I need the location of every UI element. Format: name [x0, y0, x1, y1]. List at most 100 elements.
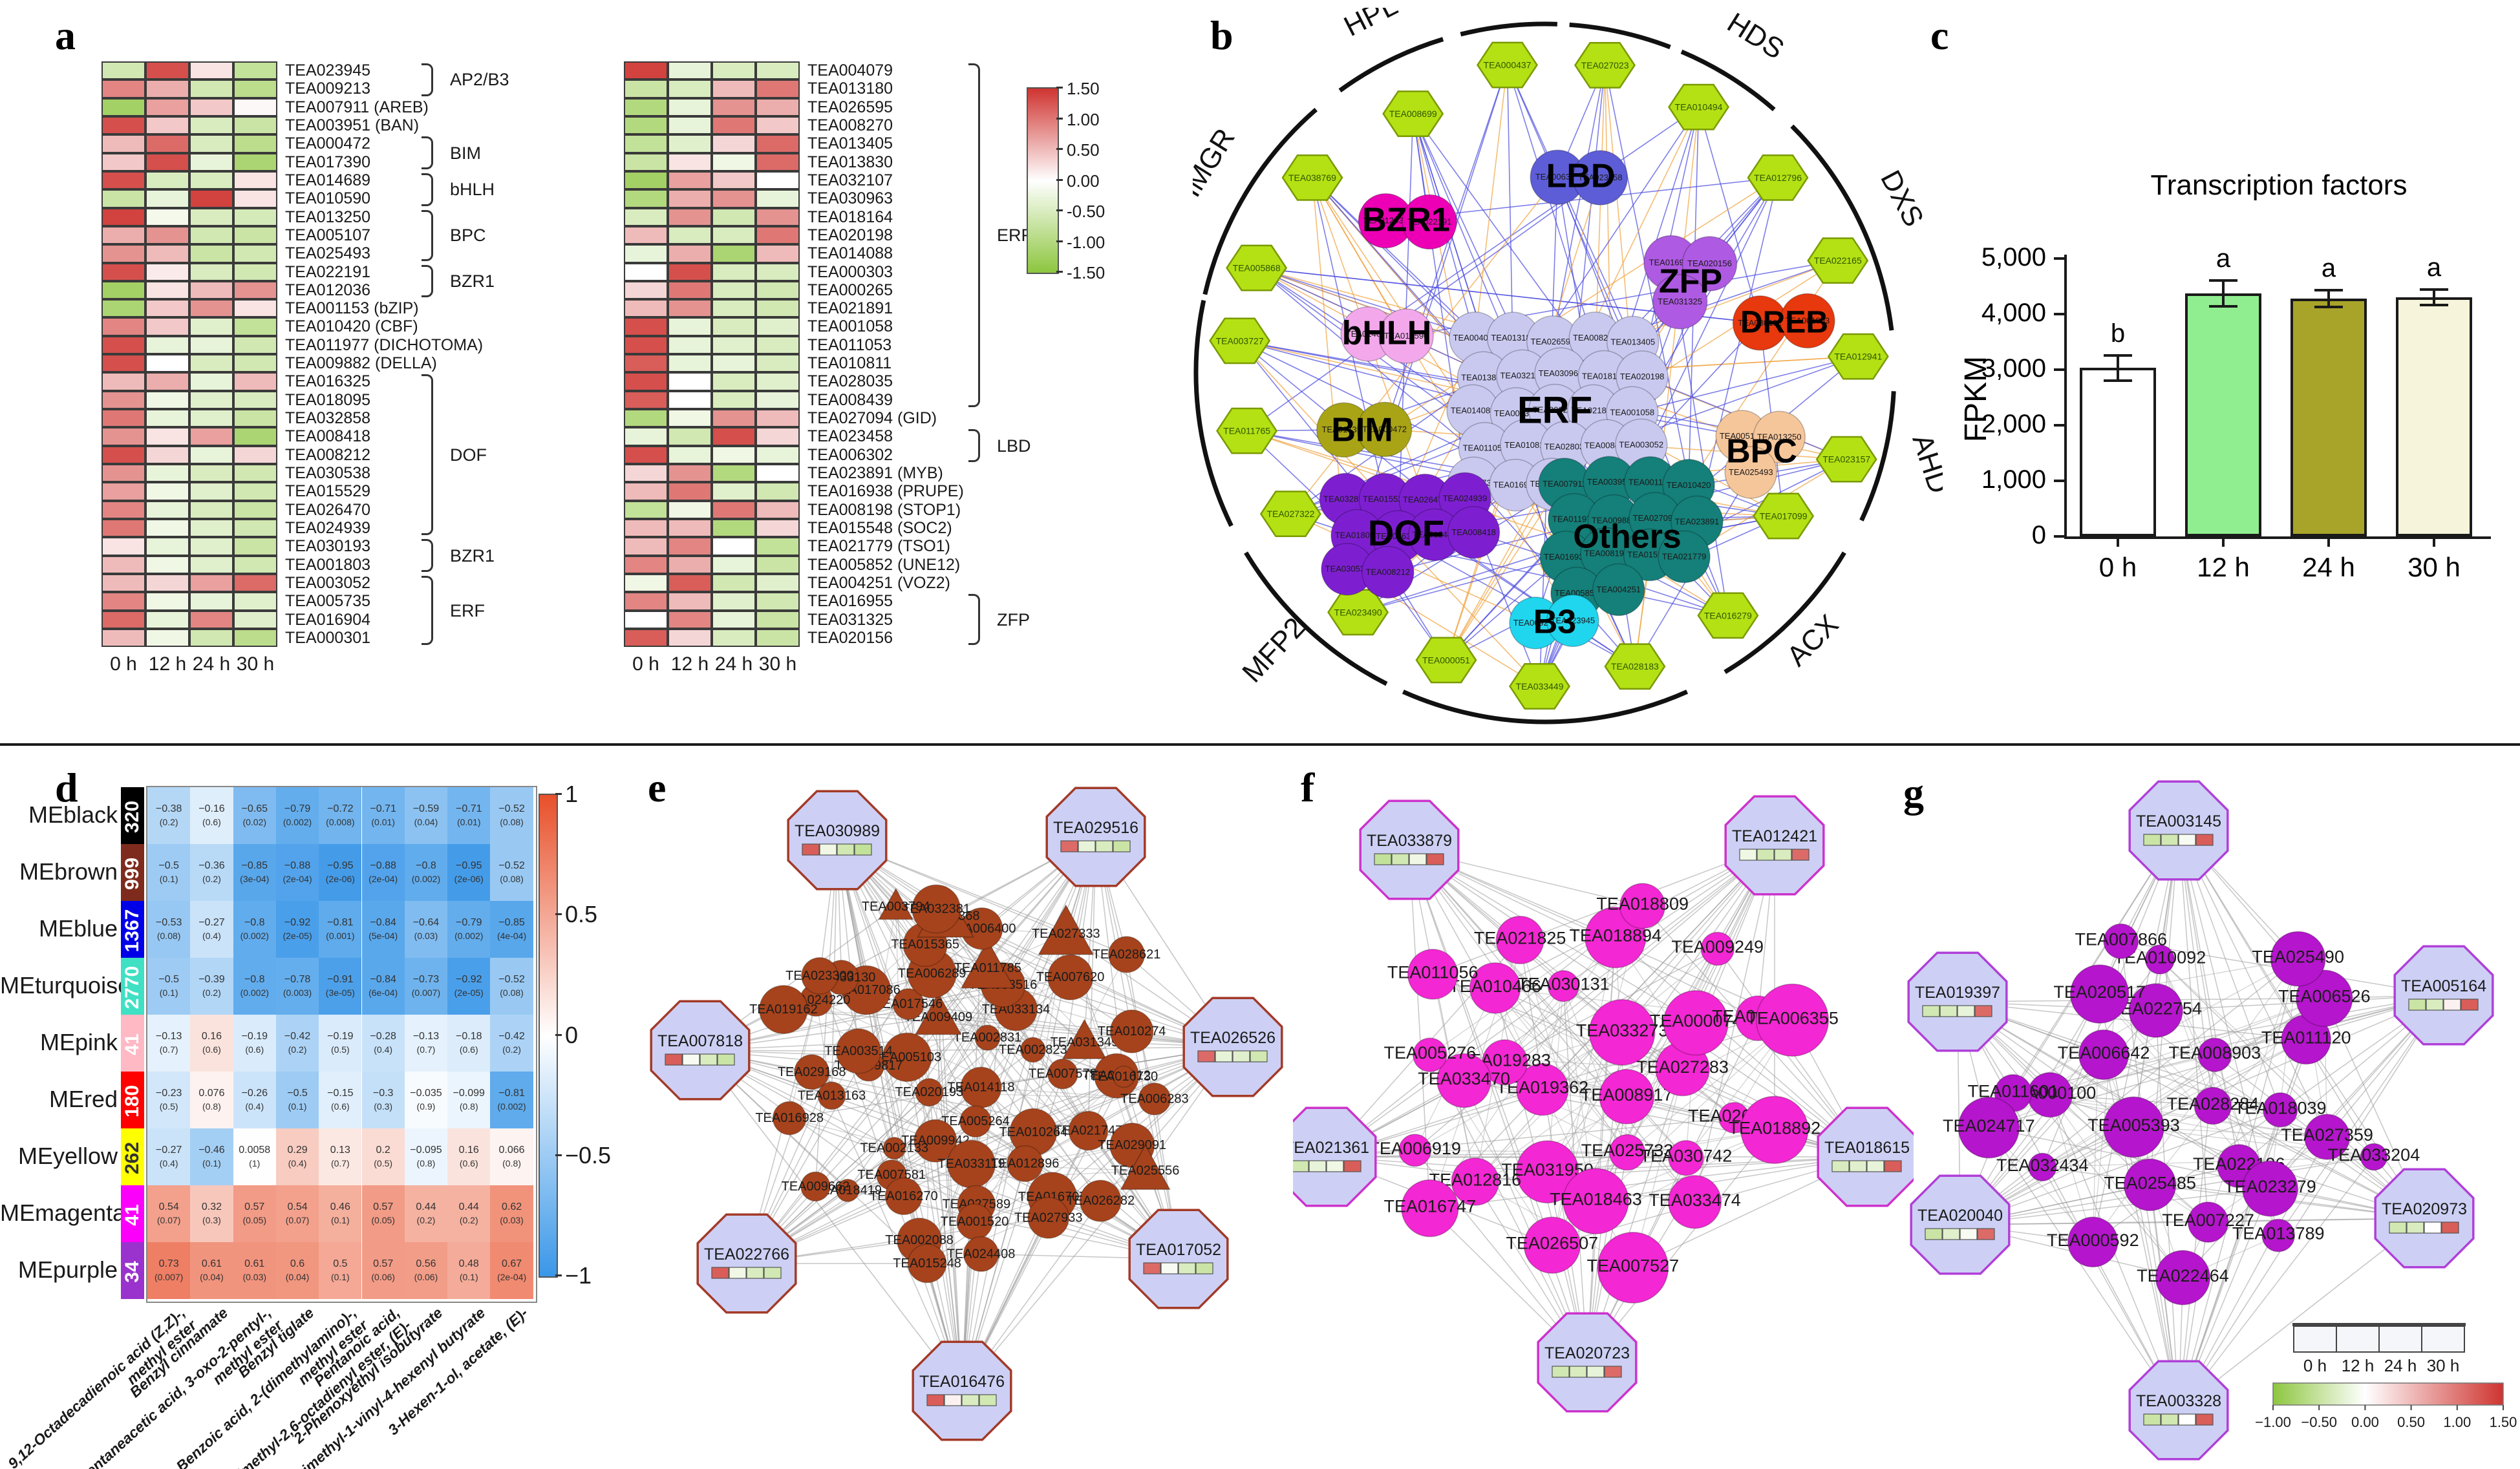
tf-gene-label: TEA013180 [1491, 333, 1535, 343]
group-label: BZR1 [450, 545, 495, 565]
correlation-cell: −0.099(0.8) [447, 1072, 491, 1128]
pathway-arc [1193, 300, 1233, 527]
heatmap-cell [668, 573, 712, 593]
group-bracket [968, 594, 980, 646]
gene-node [1667, 1175, 1722, 1229]
x-axis-label: 24 h [192, 653, 231, 675]
gene-label: TEA010811 [807, 354, 892, 373]
hub-octagon [787, 790, 888, 891]
p-value: (2e-05) [283, 931, 312, 941]
tf-cluster-node [1546, 594, 1599, 648]
heatmap-cell [624, 573, 668, 593]
network-edge [937, 1017, 963, 1391]
tf-gene-label: TEA031325 [1658, 297, 1702, 306]
gene-node-triangle [1120, 1144, 1171, 1190]
heatmap-cell [145, 280, 189, 300]
correlation-value: −0.91 [327, 974, 354, 985]
correlation-value: 0.54 [158, 1201, 179, 1212]
heatmap-cell [624, 226, 668, 245]
correlation-cell: 0.56(0.06) [404, 1242, 448, 1299]
network-edge [2103, 995, 2444, 1055]
heatmap-cell [756, 537, 800, 556]
network-edge [699, 1050, 963, 1391]
pathway-arc [1338, 37, 1444, 92]
gene-node [1413, 1037, 1447, 1073]
heatmap-cell [756, 244, 800, 263]
heatmap-cell [233, 153, 277, 171]
network-edge [906, 1057, 963, 1391]
network-edge [1383, 65, 1508, 430]
gene-node-label: TEA005264 [941, 1114, 1010, 1128]
gene-node-label: TEA015248 [893, 1256, 961, 1271]
gene-node-label: TEA006283 [1120, 1092, 1189, 1106]
heatmap-cell [189, 409, 233, 428]
gene-node-label: TEA006355 [1746, 1008, 1839, 1028]
correlation-value: −0.85 [498, 917, 525, 928]
network-edge [1957, 1001, 2239, 1167]
p-value: (1) [249, 1158, 261, 1168]
heatmap-cell [668, 134, 712, 153]
heatmap-cell [668, 372, 712, 391]
gene-label: TEA026595 [807, 98, 893, 116]
p-value: (0.6) [245, 1044, 264, 1055]
x-tick-mark [2222, 536, 2225, 547]
bar [2290, 298, 2367, 536]
heatmap-cell [101, 482, 145, 501]
correlation-value: −0.92 [456, 974, 482, 985]
hub-expression-cell [2426, 999, 2444, 1011]
heatmap-cell [712, 280, 756, 300]
gene-node-label: TEA023300 [785, 969, 854, 983]
hub-expression-cell [1957, 1005, 1975, 1017]
tf-gene-label: TEA023945 [1551, 615, 1596, 625]
gene-node [1436, 1053, 1491, 1108]
p-value: (0.8) [202, 1101, 221, 1112]
heatmap-cell [145, 390, 189, 410]
heatmap-cell [668, 409, 712, 428]
network-edge [1698, 107, 1761, 323]
correlation-cell: 0.62(0.03) [490, 1185, 533, 1242]
hub-octagon [1276, 1106, 1377, 1207]
x-axis-label: 24 h [714, 653, 753, 675]
colorbar-tick-mark [1056, 178, 1063, 181]
heatmap-cell [145, 354, 189, 373]
heatmap-cell [756, 427, 800, 446]
network-edge [1563, 986, 1597, 1201]
p-value: (0.2) [416, 1215, 436, 1225]
tf-cluster-node [1658, 530, 1711, 584]
p-value: (0.03) [242, 1272, 267, 1282]
heatmap-cell [712, 482, 756, 501]
heatmap-cell [756, 482, 800, 501]
heatmap-cell [101, 537, 145, 556]
heatmap-cell [712, 464, 756, 483]
correlation-cell: −0.15(0.6) [319, 1072, 362, 1128]
correlation-cell: −0.95(2e-06) [319, 844, 362, 901]
bar [2396, 297, 2472, 536]
p-value: (0.07) [285, 1215, 310, 1225]
heatmap-cell [101, 244, 145, 263]
tf-gene-label: TEA030193 [1738, 318, 1782, 328]
gene-node [1469, 962, 1521, 1014]
correlation-value: 0.16 [458, 1145, 479, 1156]
pathway-label: MFP2 [1236, 611, 1311, 688]
hub-expression-cell [1552, 1366, 1570, 1378]
correlation-cell: 0.48(0.1) [447, 1242, 491, 1299]
tf-gene-label: TEA007911 [1543, 479, 1586, 489]
tf-gene-label: TEA003951 [1587, 477, 1632, 487]
panel-b-network: HMGRHPLIDIMDSHDSDXSAHDACXTPSMFP2LOXTEA00… [1133, 0, 1955, 770]
hub-octagon [1910, 1174, 2011, 1275]
correlation-value: −0.81 [498, 1088, 525, 1099]
correlation-value: −0.84 [370, 917, 396, 928]
correlation-cell: 0.54(0.07) [147, 1185, 191, 1242]
hub-expression-cell [1232, 1050, 1250, 1062]
pathway-gene-hexagon [1753, 492, 1815, 540]
pathway-gene-label: TEA028183 [1611, 661, 1659, 671]
heatmap-cell [101, 555, 145, 574]
network-edge [1409, 849, 1696, 1024]
heatmap-cell [756, 299, 800, 318]
heatmap-cell [233, 372, 277, 391]
chart-title: Transcription factors [2150, 169, 2408, 201]
heatmap-cell [101, 116, 145, 135]
heatmap-cell [712, 573, 756, 593]
gene-node [959, 1105, 992, 1138]
hub-octagon [1907, 951, 2008, 1052]
